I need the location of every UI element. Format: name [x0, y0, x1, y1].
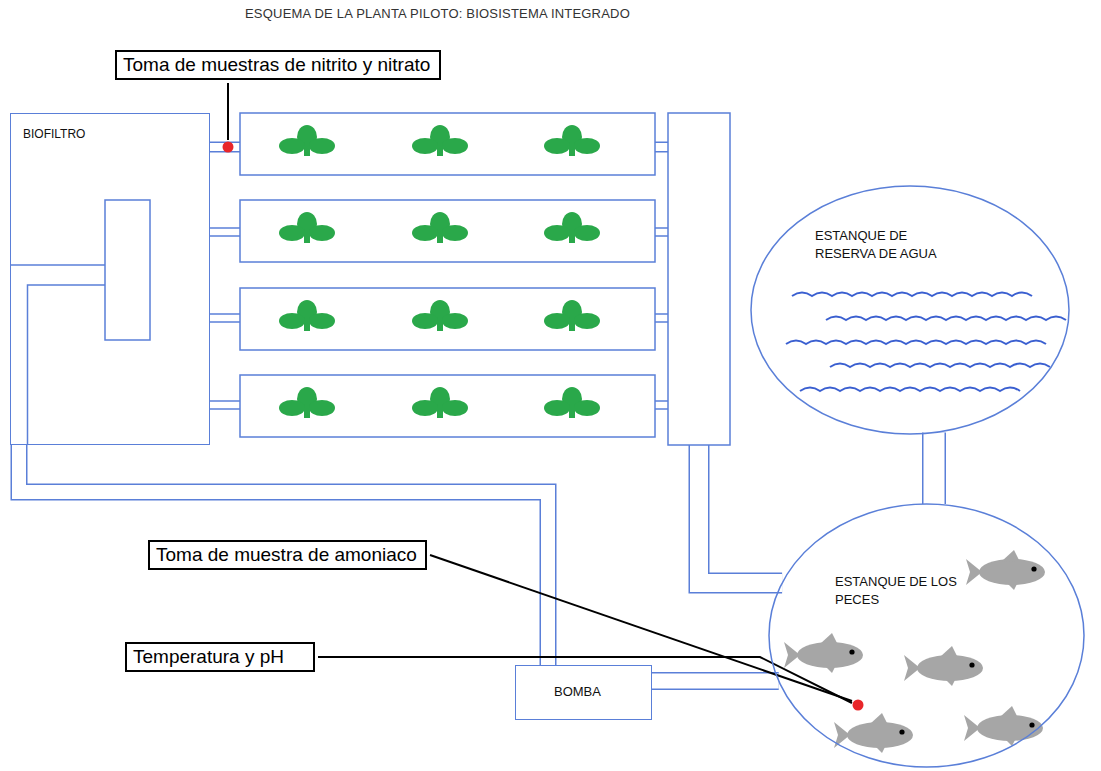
plants: [279, 125, 600, 418]
callout-label: Toma de muestras de nitrito y nitrato: [123, 54, 430, 75]
node-label: BIOFILTRO: [23, 126, 85, 142]
pipe-wall: [19, 445, 548, 665]
leader-line: [318, 657, 852, 703]
pipe-wall: [652, 672, 779, 690]
fish-group: [784, 550, 1045, 753]
pipe-bore: [924, 433, 945, 505]
leader-line: [227, 83, 229, 140]
plant-tray: [240, 113, 655, 175]
plant-tray: [240, 375, 655, 437]
callout-label: Temperatura y pH: [133, 646, 284, 667]
leader-lines: [228, 83, 852, 703]
diagram-title: ESQUEMA DE LA PLANTA PILOTO: BIOSISTEMA …: [245, 6, 630, 21]
callout-label: Toma de muestra de amoniaco: [156, 544, 417, 565]
sample-point: [223, 142, 234, 153]
node-label: BOMBA: [554, 683, 601, 701]
pump-box: BOMBA: [515, 665, 652, 720]
collector-channel: [668, 113, 730, 445]
biofilter-box: BIOFILTRO: [10, 113, 210, 445]
pipe-bore: [699, 440, 782, 583]
plant-tray: [240, 200, 655, 262]
filter-chamber: [105, 200, 150, 340]
sample-callout: Toma de muestras de nitrito y nitrato: [115, 50, 441, 80]
tank-outline: [751, 186, 1069, 434]
water-waves: [786, 293, 1066, 392]
water-pipe: [652, 681, 779, 682]
fish-tank: ESTANQUE DE LOS PECES: [768, 503, 1085, 768]
pipe-wall: [699, 440, 782, 583]
tank-outline-svg: [750, 185, 1070, 435]
water-pipe: [19, 445, 548, 665]
pipe-bore: [19, 445, 548, 665]
water-wave: [800, 388, 1020, 392]
node-label: ESTANQUE DE LOS PECES: [835, 573, 975, 608]
pipe-wall: [922, 433, 946, 505]
sample-callout: Temperatura y pH: [125, 642, 315, 672]
pipe-bore: [652, 674, 779, 689]
pipe-stubs: [210, 228, 668, 409]
tank-outline: [769, 504, 1084, 767]
node-label: ESTANQUE DE RESERVA DE AGUA: [815, 227, 965, 262]
water-pipe: [934, 433, 935, 505]
water-wave: [786, 341, 1046, 345]
sample-callout: Toma de muestra de amoniaco: [148, 540, 427, 570]
sample-point: [853, 700, 864, 711]
plant-tray: [240, 288, 655, 350]
filter-inlet-pipe: [10, 265, 105, 445]
reserve-tank: ESTANQUE DE RESERVA DE AGUA: [750, 185, 1070, 435]
water-wave: [792, 293, 1032, 297]
tank-outline-svg: [768, 503, 1085, 768]
leader-line: [430, 555, 852, 701]
water-wave: [826, 317, 1066, 321]
water-wave: [830, 364, 1050, 368]
